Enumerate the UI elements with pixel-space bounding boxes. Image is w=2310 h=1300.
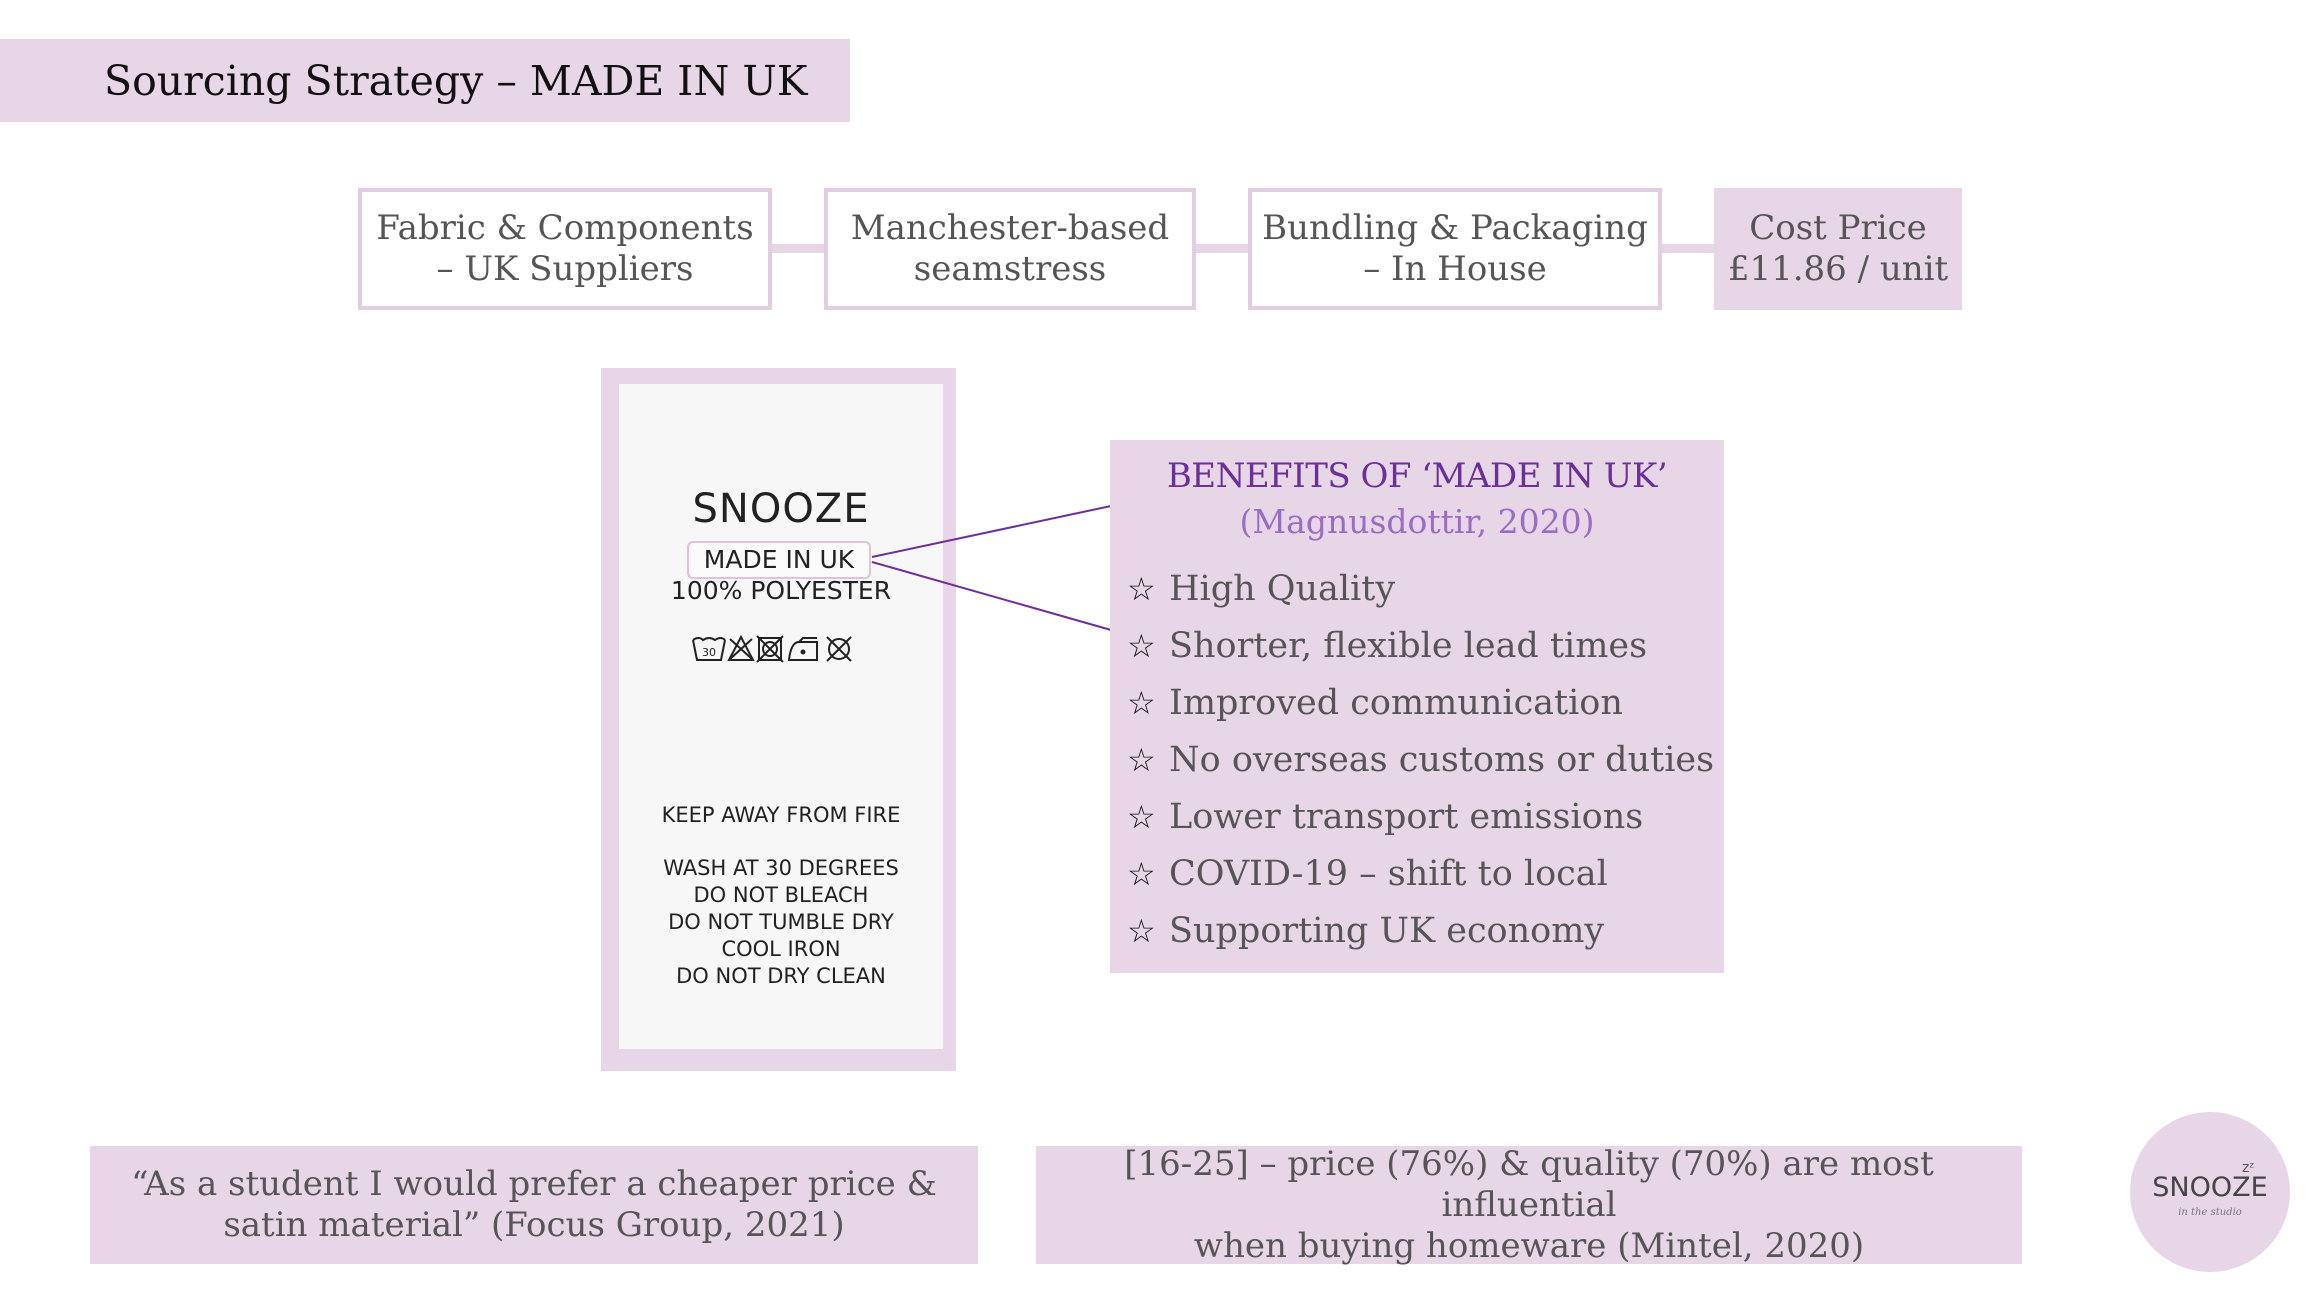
flow-step-line: – In House (1363, 249, 1547, 289)
quote-line: when buying homeware (Mintel, 2020) (1193, 1225, 1865, 1266)
star-outline-icon: ☆ (1127, 626, 1156, 665)
benefits-panel: BENEFITS OF ‘MADE IN UK’ (Magnusdottir, … (1110, 440, 1724, 973)
title-banner: Sourcing Strategy – MADE IN UK (0, 39, 850, 122)
care-label-instruction: WASH AT 30 DEGREES (663, 856, 899, 880)
care-label-brand: SNOOZE (692, 486, 870, 532)
benefit-text: Shorter, flexible lead times (1169, 625, 1648, 666)
care-symbols: 30 (692, 634, 852, 663)
mintel-stat: [16-25] – price (76%) & quality (70%) ar… (1036, 1143, 2022, 1266)
care-label-warning: KEEP AWAY FROM FIRE (661, 803, 901, 827)
care-label-instruction: DO NOT DRY CLEAN (676, 964, 886, 988)
flow-step-line: Manchester-based (850, 208, 1170, 248)
cool-iron-icon (787, 637, 818, 661)
flow-step-line: Cost Price (1749, 208, 1927, 248)
benefits-list: ☆ High Quality ☆ Shorter, flexible lead ti… (1127, 560, 1714, 959)
care-label: SNOOZE MADE IN UK 100% POLYESTER 30 KEEP… (619, 384, 943, 1049)
benefit-text: High Quality (1169, 568, 1396, 609)
star-outline-icon: ☆ (1127, 569, 1156, 608)
flow-step-line: – UK Suppliers (436, 249, 694, 289)
quote-line: “As a student I would prefer a cheaper p… (131, 1164, 937, 1204)
star-outline-icon: ☆ (1127, 797, 1156, 836)
list-item: ☆ Improved communication (1127, 674, 1714, 731)
flow-connector (1660, 244, 1716, 253)
no-bleach-icon (727, 634, 755, 661)
care-label-instruction: DO NOT BLEACH (693, 883, 869, 907)
benefit-text: Lower transport emissions (1169, 796, 1644, 837)
benefit-text: Supporting UK economy (1169, 910, 1605, 951)
list-item: ☆ Shorter, flexible lead times (1127, 617, 1714, 674)
care-label-instruction: COOL IRON (721, 937, 841, 961)
care-label-instruction: DO NOT TUMBLE DRY (668, 910, 894, 934)
slide-title: Sourcing Strategy – MADE IN UK (104, 56, 808, 105)
star-outline-icon: ☆ (1127, 854, 1156, 893)
care-label-fabric: 100% POLYESTER (670, 576, 892, 605)
benefit-text: COVID-19 – shift to local (1169, 853, 1608, 894)
wash-30-icon: 30 (692, 637, 726, 661)
list-item: ☆ COVID-19 – shift to local (1127, 845, 1714, 902)
list-item: ☆ Lower transport emissions (1127, 788, 1714, 845)
snooze-logo: zᶻ SNOOZE in the studio (2130, 1112, 2290, 1272)
list-item: ☆ No overseas customs or duties (1127, 731, 1714, 788)
flow-connector (770, 244, 826, 253)
star-outline-icon: ☆ (1127, 683, 1156, 722)
star-outline-icon: ☆ (1127, 911, 1156, 950)
flow-step-cost-price: Cost Price £11.86 / unit (1714, 188, 1962, 310)
no-dry-clean-icon (826, 636, 852, 662)
benefits-citation: (Magnusdottir, 2020) (1239, 502, 1595, 541)
no-tumble-dry-icon (756, 635, 784, 663)
list-item: ☆ Supporting UK economy (1127, 902, 1714, 959)
flow-connector (1194, 244, 1250, 253)
star-outline-icon: ☆ (1127, 740, 1156, 779)
flow-step-line: Fabric & Components (376, 208, 754, 248)
focus-group-quote: “As a student I would prefer a cheaper p… (90, 1146, 978, 1264)
logo-script: in the studio (2178, 1207, 2242, 1218)
flow-step-line: £11.86 / unit (1727, 249, 1949, 289)
logo-wordmark: SNOOZE (2152, 1172, 2268, 1203)
flow-step-fabric: Fabric & Components – UK Suppliers (358, 188, 772, 310)
benefits-title: BENEFITS OF ‘MADE IN UK’ (1166, 456, 1668, 496)
flow-step-line: seamstress (913, 249, 1107, 289)
benefit-text: Improved communication (1169, 682, 1623, 723)
quote-line: [16-25] – price (76%) & quality (70%) ar… (1124, 1143, 1934, 1225)
quote-line: satin material” (Focus Group, 2021) (223, 1205, 845, 1245)
flow-step-seamstress: Manchester-based seamstress (824, 188, 1196, 310)
logo-zz: zᶻ (2242, 1160, 2255, 1176)
care-label-made-in: MADE IN UK (687, 541, 871, 579)
benefit-text: No overseas customs or duties (1169, 739, 1715, 780)
flow-step-line: Bundling & Packaging (1262, 208, 1648, 248)
flow-step-packaging: Bundling & Packaging – In House (1248, 188, 1662, 310)
list-item: ☆ High Quality (1127, 560, 1714, 617)
svg-text:30: 30 (702, 646, 716, 659)
